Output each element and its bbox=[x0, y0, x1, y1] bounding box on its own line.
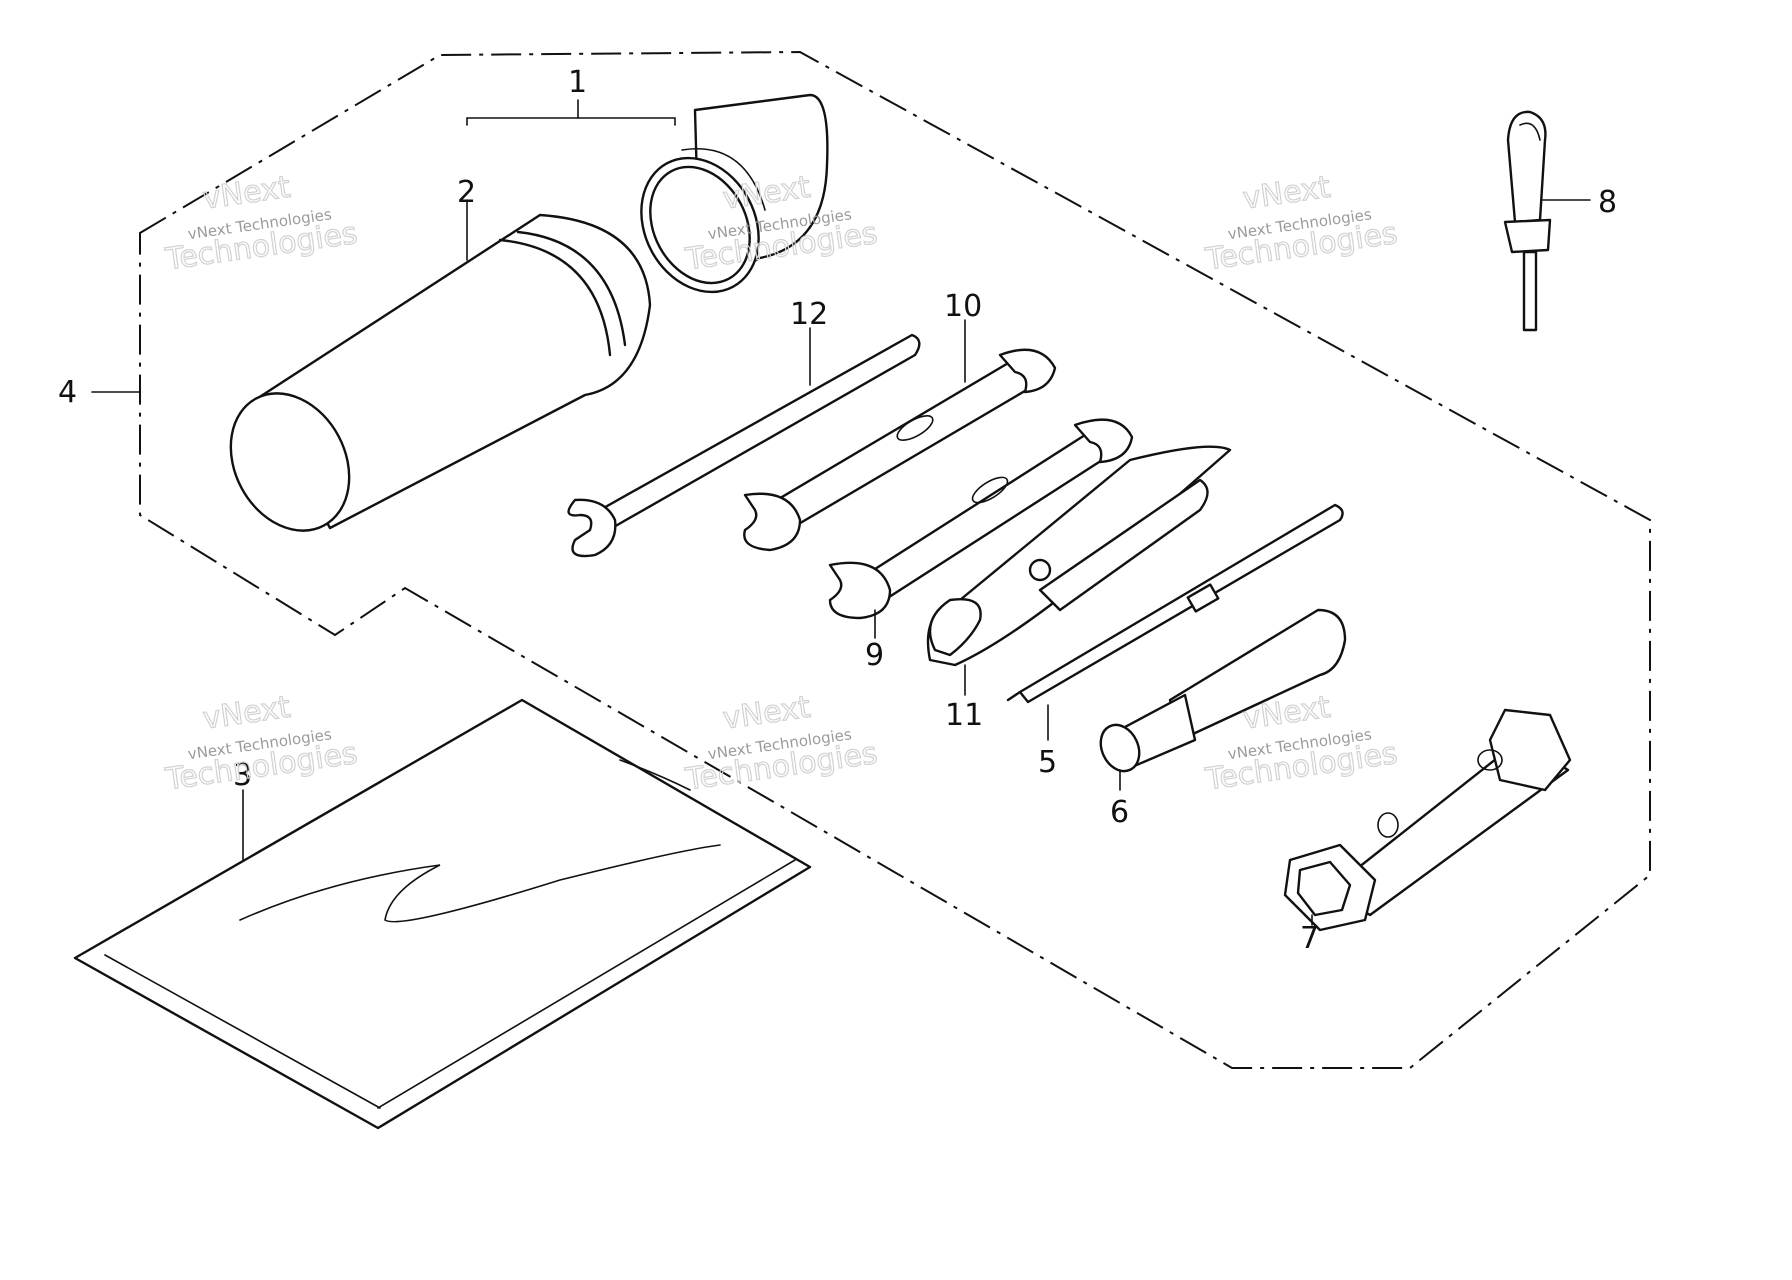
callout-10: 10 bbox=[944, 289, 982, 324]
spark-plug-wrench bbox=[1283, 708, 1572, 932]
callout-6: 6 bbox=[1110, 795, 1129, 830]
pliers bbox=[926, 445, 1232, 667]
watermark-line1: vNext bbox=[1241, 170, 1333, 217]
watermark-1: vNext vNext Technologies Technologies bbox=[162, 169, 360, 278]
callout-12: 12 bbox=[790, 297, 828, 332]
watermark-line1: vNext bbox=[201, 170, 293, 217]
callout-9: 9 bbox=[865, 638, 884, 673]
watermark-3: vNext vNext Technologies Technologies bbox=[1202, 169, 1400, 278]
owners-manual bbox=[73, 698, 812, 1130]
callout-8: 8 bbox=[1598, 185, 1617, 220]
watermark-6: vNext vNext Technologies Technologies bbox=[1202, 689, 1400, 798]
callout-11: 11 bbox=[945, 698, 983, 733]
callout-2: 2 bbox=[457, 175, 476, 210]
screwdriver-handle bbox=[1099, 608, 1347, 773]
leader-1-bracket bbox=[466, 117, 676, 126]
watermark-5: vNext vNext Technologies Technologies bbox=[682, 689, 880, 798]
tool-bag-cap bbox=[640, 93, 829, 294]
callout-1: 1 bbox=[568, 65, 587, 100]
tool-bag-tube bbox=[229, 213, 652, 532]
wrench-10 bbox=[743, 348, 1057, 552]
leader-lines bbox=[91, 99, 1591, 926]
wrench-12 bbox=[567, 333, 921, 558]
callout-4: 4 bbox=[58, 375, 77, 410]
callout-7: 7 bbox=[1300, 921, 1319, 956]
watermark-line1: vNext bbox=[201, 690, 293, 737]
callout-3: 3 bbox=[233, 758, 252, 793]
callouts: 1 2 3 4 5 6 7 8 9 10 11 12 bbox=[58, 65, 1617, 956]
callout-5: 5 bbox=[1038, 745, 1057, 780]
small-screwdriver bbox=[1503, 110, 1552, 332]
watermark-4: vNext vNext Technologies Technologies bbox=[162, 689, 360, 798]
watermark-line1: vNext bbox=[721, 690, 813, 737]
wrench-9 bbox=[828, 418, 1134, 620]
assembly-boundary bbox=[139, 50, 1651, 1069]
screwdriver-blade bbox=[1006, 503, 1344, 704]
